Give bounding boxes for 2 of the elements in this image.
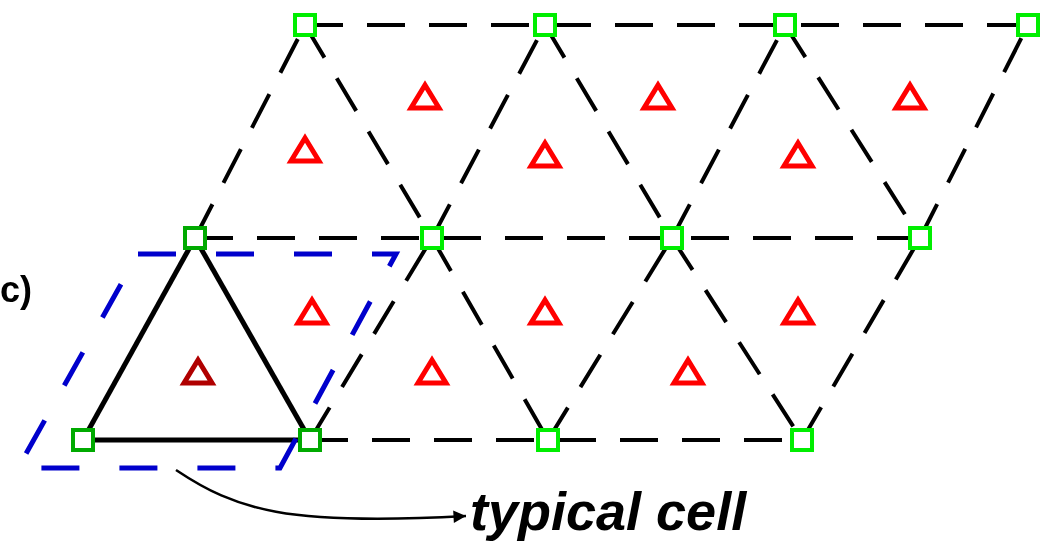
arrow [175, 468, 467, 523]
panel-label: c) [0, 272, 32, 308]
